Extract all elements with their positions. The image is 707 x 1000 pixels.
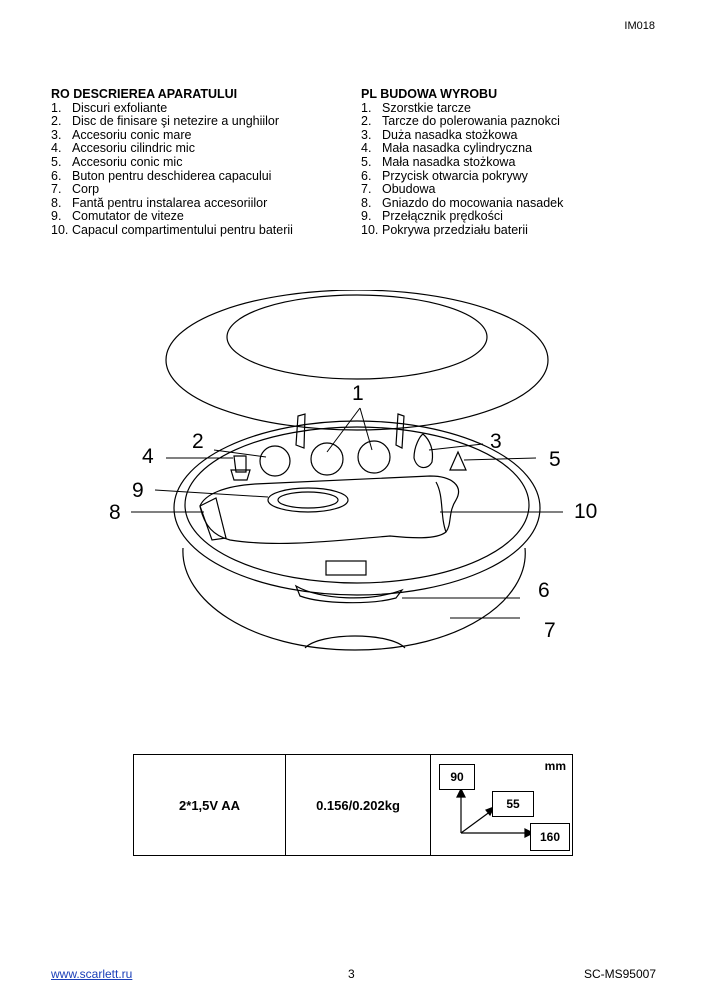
leader-1a <box>326 407 361 453</box>
list-item: 6.Przycisk otwarcia pokrywy <box>361 168 528 183</box>
spec-table: 2*1,5V AA 0.156/0.202kg mm 90 55 160 <box>133 754 573 856</box>
body-base <box>182 547 526 651</box>
list-item: 9.Przełącznik prędkości <box>361 209 503 224</box>
list-item: 10.Capacul compartimentului pentru bater… <box>51 222 293 237</box>
page-number: 3 <box>348 967 355 981</box>
document-code: IM018 <box>624 20 655 32</box>
speed-switch <box>267 487 349 513</box>
speed-switch-inner <box>277 491 339 509</box>
width-value: 160 <box>530 823 570 851</box>
device-diagram: 1 2 3 4 5 6 7 8 9 10 <box>109 290 597 651</box>
leader-3 <box>428 443 484 451</box>
list-item: 5.Accesoriu conic mic <box>51 154 183 169</box>
callout-2: 2 <box>192 430 204 453</box>
callout-10: 10 <box>574 500 597 523</box>
cylinder-small <box>233 455 247 473</box>
disc-exfoliating-2 <box>357 440 391 474</box>
list-item: 3.Accesoriu conic mare <box>51 127 192 142</box>
lid-outline <box>165 290 549 431</box>
height-value: 90 <box>439 764 475 790</box>
callout-5: 5 <box>549 448 561 471</box>
leader-5 <box>463 457 537 461</box>
cone-small <box>449 450 467 471</box>
leader-2 <box>213 449 267 458</box>
accessory-slot <box>199 497 227 541</box>
callout-1: 1 <box>352 382 364 405</box>
handpiece-body <box>199 475 460 545</box>
battery-spec: 2*1,5V AA <box>134 755 286 855</box>
dimension-unit: mm <box>544 759 566 773</box>
body-bottom-notch <box>304 635 406 649</box>
website-link[interactable]: www.scarlett.ru <box>51 967 133 981</box>
list-item: 4.Accesoriu cilindric mic <box>51 141 195 156</box>
parts-list-pl: 1.Szorstkie tarcze 2.Tarcze do polerowan… <box>361 100 661 238</box>
callout-6: 6 <box>538 579 550 602</box>
leader-1b <box>359 407 373 451</box>
lid-opening-button <box>294 584 404 604</box>
clip-left <box>295 413 306 449</box>
battery-cover-line <box>435 481 447 533</box>
parts-list-ro: 1.Discuri exfoliante 2.Disc de finisare … <box>51 100 341 238</box>
callout-3: 3 <box>490 430 502 453</box>
section-ro-title: RO DESCRIEREA APARATULUI <box>51 87 238 101</box>
list-item: 5.Mała nasadka stożkowa <box>361 154 516 169</box>
clip-right <box>395 413 405 449</box>
list-item: 10.Pokrywa przedziału baterii <box>361 222 528 237</box>
list-item: 1.Discuri exfoliante <box>51 100 168 115</box>
weight-spec: 0.156/0.202kg <box>286 755 431 855</box>
callout-4: 4 <box>142 445 154 468</box>
model-number: SC-MS95007 <box>583 967 656 981</box>
list-item: 3.Duża nasadka stożkowa <box>361 127 518 142</box>
disc-large-buffing <box>259 445 291 477</box>
dimensions-spec: mm 90 55 160 <box>431 755 572 855</box>
display-slot <box>325 560 367 576</box>
callout-9: 9 <box>132 479 144 502</box>
callout-8: 8 <box>109 501 121 524</box>
list-item: 8.Gniazdo do mocowania nasadek <box>361 195 564 210</box>
list-item: 6.Buton pentru deschiderea capacului <box>51 168 272 183</box>
list-item: 7.Obudowa <box>361 182 436 197</box>
list-item: 7.Corp <box>51 182 100 197</box>
section-pl-title: PL BUDOWA WYROBU <box>361 87 498 101</box>
tray-outer-rim <box>173 420 541 596</box>
leader-9 <box>154 489 269 498</box>
list-item: 2.Disc de finisare şi netezire a unghiil… <box>51 114 280 129</box>
section-pl: PL BUDOWA WYROBU 1.Szorstkie tarcze 2.Ta… <box>361 87 661 238</box>
depth-value: 55 <box>492 791 534 817</box>
section-ro: RO DESCRIEREA APARATULUI 1.Discuri exfol… <box>51 87 341 238</box>
list-item: 1.Szorstkie tarcze <box>361 100 471 115</box>
tray-inner-rim <box>184 426 530 584</box>
list-item: 8.Fantă pentru instalarea accesoriilor <box>51 195 268 210</box>
lid-window <box>226 294 488 380</box>
callout-7: 7 <box>544 619 556 642</box>
list-item: 9.Comutator de viteze <box>51 209 184 224</box>
cylinder-small-base <box>230 469 251 481</box>
disc-exfoliating-1 <box>310 442 344 476</box>
list-item: 2.Tarcze do polerowania paznokci <box>361 114 560 129</box>
cone-large <box>413 433 434 469</box>
list-item: 4.Mała nasadka cylindryczna <box>361 141 533 156</box>
